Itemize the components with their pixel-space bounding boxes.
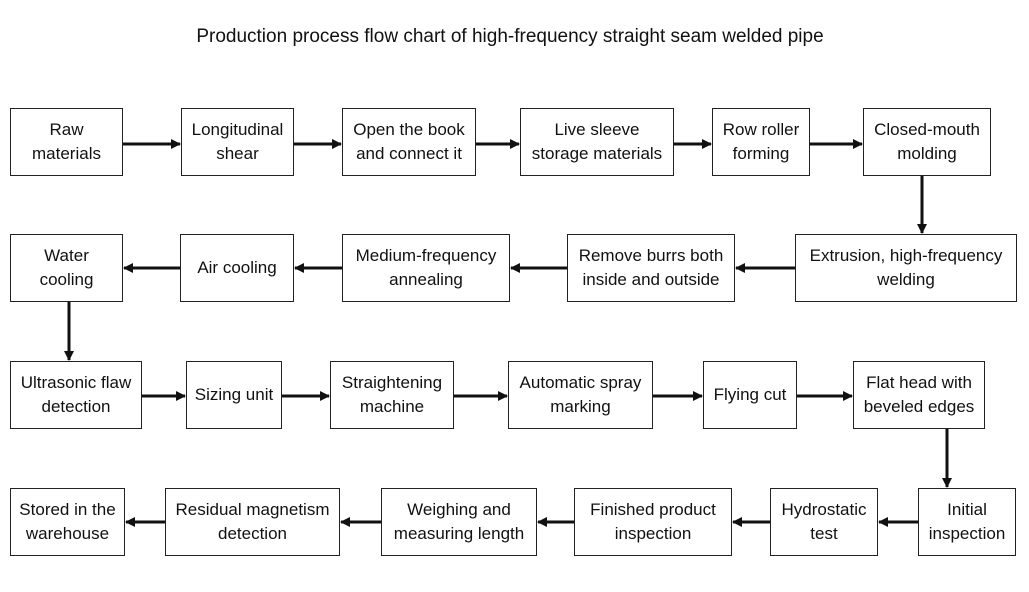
- chart-title: Production process flow chart of high-fr…: [196, 26, 824, 47]
- step-live-sleeve-storage: Live sleeve storage materials: [520, 108, 674, 176]
- step-longitudinal-shear: Longitudinal shear: [181, 108, 294, 176]
- step-initial-inspection: Initial inspection: [918, 488, 1016, 556]
- step-air-cooling: Air cooling: [180, 234, 294, 302]
- step-row-roller-forming: Row roller forming: [712, 108, 810, 176]
- step-closed-mouth-molding: Closed-mouth molding: [863, 108, 991, 176]
- step-flying-cut: Flying cut: [703, 361, 797, 429]
- step-hydrostatic-test: Hydrostatic test: [770, 488, 878, 556]
- step-open-the-book: Open the book and connect it: [342, 108, 476, 176]
- step-extrusion-welding: Extrusion, high-frequency welding: [795, 234, 1017, 302]
- step-ultrasonic-flaw-detection: Ultrasonic flaw detection: [10, 361, 142, 429]
- step-sizing-unit: Sizing unit: [186, 361, 282, 429]
- step-residual-magnetism-detection: Residual magnetism detection: [165, 488, 340, 556]
- step-medium-frequency-annealing: Medium-frequency annealing: [342, 234, 510, 302]
- step-raw-materials: Raw materials: [10, 108, 123, 176]
- step-straightening-machine: Straightening machine: [330, 361, 454, 429]
- step-stored-in-warehouse: Stored in the warehouse: [10, 488, 125, 556]
- step-water-cooling: Water cooling: [10, 234, 123, 302]
- step-remove-burrs: Remove burrs both inside and outside: [567, 234, 735, 302]
- step-weighing-measuring-length: Weighing and measuring length: [381, 488, 537, 556]
- step-finished-product-inspection: Finished product inspection: [574, 488, 732, 556]
- step-flat-head-beveled-edges: Flat head with beveled edges: [853, 361, 985, 429]
- step-automatic-spray-marking: Automatic spray marking: [508, 361, 653, 429]
